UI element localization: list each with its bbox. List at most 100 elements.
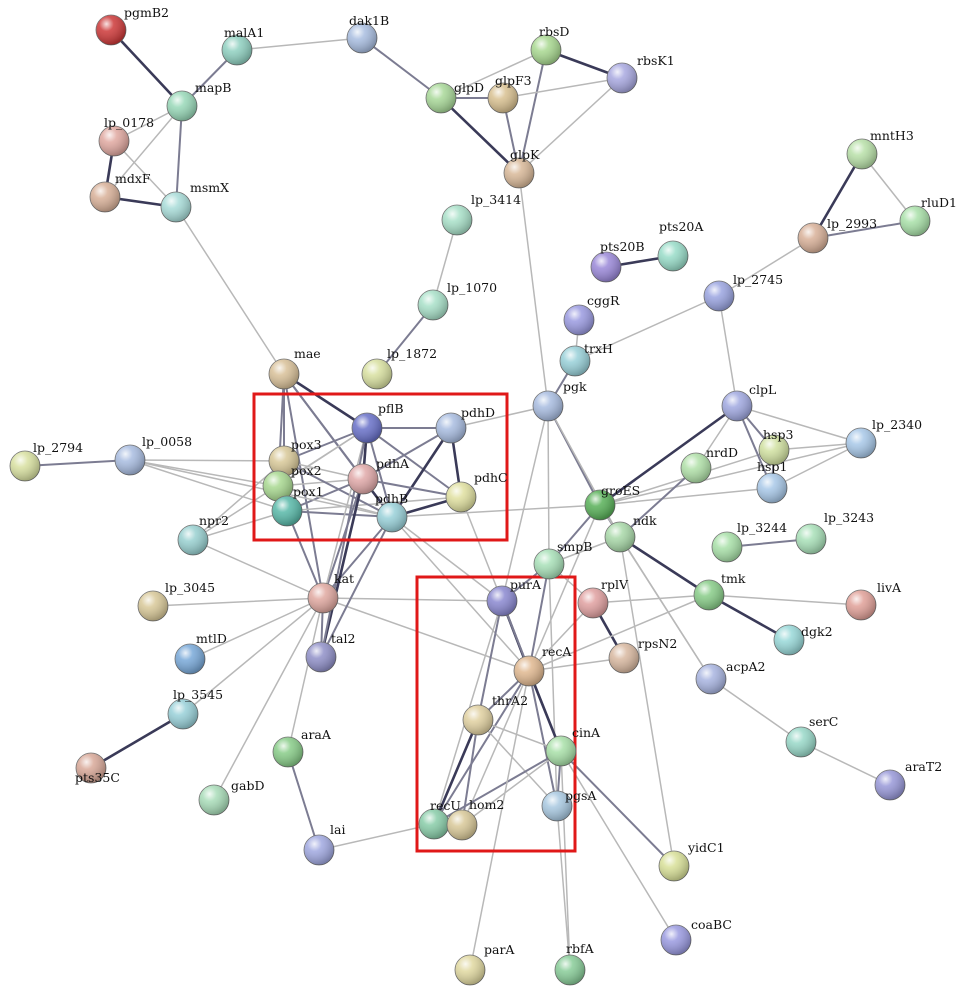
node-recA[interactable]: recA (513, 644, 572, 687)
edge-recA-recU (433, 670, 530, 825)
node-lai[interactable]: lai (303, 822, 345, 866)
node-clpL[interactable]: clpL (721, 382, 776, 422)
node-mtlD[interactable]: mtlD (174, 631, 227, 675)
node-malA1[interactable]: malA1 (221, 25, 264, 66)
node-msmX[interactable]: msmX (160, 180, 229, 223)
node-dgk2[interactable]: dgk2 (773, 624, 833, 656)
node-serC[interactable]: serC (785, 714, 838, 758)
node-lp_3545[interactable]: lp_3545 (167, 687, 223, 730)
node-cggR[interactable]: cggR (563, 293, 620, 336)
node-pdhA[interactable]: pdhA (347, 456, 410, 495)
node-lp_1872[interactable]: lp_1872 (361, 346, 437, 390)
node-lp_2993[interactable]: lp_2993 (797, 216, 877, 254)
node-mae[interactable]: mae (268, 346, 321, 390)
node-shine (504, 158, 534, 188)
node-glpK[interactable]: glpK (503, 147, 540, 189)
node-pdhD[interactable]: pdhD (435, 405, 495, 444)
node-label: smpB (557, 539, 592, 554)
node-purA[interactable]: purA (486, 577, 542, 617)
node-pgsA[interactable]: pgsA (541, 788, 597, 822)
node-smpB[interactable]: smpB (533, 539, 592, 580)
node-lp_3414[interactable]: lp_3414 (441, 192, 521, 236)
edge-lp_0058-pox1 (129, 459, 288, 512)
node-recU[interactable]: recU (418, 798, 461, 840)
node-acpA2[interactable]: acpA2 (695, 659, 765, 695)
node-pdhB[interactable]: pdhB (375, 491, 408, 533)
node-hsp1[interactable]: hsp1 (756, 459, 787, 504)
node-label: dak1B (349, 13, 389, 28)
node-pts35C[interactable]: pts35C (75, 752, 120, 785)
node-lp_3244[interactable]: lp_3244 (711, 520, 787, 563)
node-dak1B[interactable]: dak1B (346, 13, 389, 54)
edge-pdhA-pdhC (362, 478, 462, 498)
node-mapB[interactable]: mapB (166, 80, 232, 122)
node-lp_3243[interactable]: lp_3243 (795, 510, 874, 555)
node-araT2[interactable]: araT2 (874, 759, 942, 801)
node-rbsD[interactable]: rbsD (530, 24, 569, 66)
node-parA[interactable]: parA (454, 942, 515, 986)
node-pts20B[interactable]: pts20B (590, 239, 645, 283)
node-hom2[interactable]: hom2 (446, 797, 504, 841)
node-shine (263, 471, 293, 501)
node-shine (436, 413, 466, 443)
node-glpF3[interactable]: glpF3 (487, 73, 532, 114)
edge-lp_0058-pox3 (129, 459, 285, 462)
node-mntH3[interactable]: mntH3 (846, 128, 914, 170)
node-pflB[interactable]: pflB (351, 401, 404, 444)
node-nrdD[interactable]: nrdD (680, 445, 738, 484)
node-shine (555, 955, 585, 985)
node-shine (347, 23, 377, 53)
edge-rbsK1-glpF3 (502, 77, 623, 99)
edge-ndk-yidC1 (619, 536, 675, 867)
node-mdxF[interactable]: mdxF (89, 171, 151, 213)
node-shine (659, 851, 689, 881)
node-shine (419, 809, 449, 839)
node-lp_1070[interactable]: lp_1070 (417, 280, 497, 321)
edge-pflB-pdhC (366, 427, 462, 498)
node-lp_3045[interactable]: lp_3045 (137, 580, 215, 622)
node-label: pox3 (291, 437, 322, 452)
node-coaBC[interactable]: coaBC (660, 917, 732, 956)
node-label: groES (601, 483, 640, 498)
node-tmk[interactable]: tmk (693, 571, 746, 611)
node-npr2[interactable]: npr2 (177, 513, 229, 556)
node-rluD1[interactable]: rluD1 (899, 195, 957, 237)
node-lp_2340[interactable]: lp_2340 (845, 417, 922, 459)
node-livA[interactable]: livA (845, 580, 902, 621)
edge-lp_0058-pox2 (129, 459, 279, 487)
node-lp_0178[interactable]: lp_0178 (98, 115, 154, 157)
node-pox1[interactable]: pox1 (271, 484, 324, 527)
node-pgk[interactable]: pgk (532, 379, 587, 422)
node-pdhC[interactable]: pdhC (445, 470, 508, 513)
node-pox2[interactable]: pox2 (262, 463, 322, 502)
node-rbsK1[interactable]: rbsK1 (606, 53, 675, 94)
node-label: mdxF (115, 171, 151, 186)
edge-smpB-recA (528, 563, 550, 672)
node-label: rbfA (566, 941, 595, 956)
node-groES[interactable]: groES (584, 483, 640, 521)
node-lp_2745[interactable]: lp_2745 (703, 272, 783, 312)
node-rplV[interactable]: rplV (577, 577, 629, 619)
node-lp_2794[interactable]: lp_2794 (9, 440, 83, 482)
node-cinA[interactable]: cinA (545, 725, 601, 767)
node-gabD[interactable]: gabD (198, 778, 264, 816)
edge-ndk-acpA2 (619, 536, 712, 680)
node-yidC1[interactable]: yidC1 (658, 840, 725, 882)
node-shine (377, 502, 407, 532)
node-araA[interactable]: araA (272, 727, 332, 768)
node-rpsN2[interactable]: rpsN2 (608, 636, 677, 674)
node-pts20A[interactable]: pts20A (657, 219, 704, 272)
node-glpD[interactable]: glpD (425, 80, 484, 114)
node-rbfA[interactable]: rbfA (554, 941, 595, 986)
node-hsp3[interactable]: hsp3 (758, 427, 793, 466)
node-tal2[interactable]: tal2 (305, 631, 355, 673)
node-pgmB2[interactable]: pgmB2 (95, 5, 169, 46)
node-ndk[interactable]: ndk (604, 513, 657, 553)
node-label: glpD (454, 80, 484, 95)
node-shine (99, 126, 129, 156)
node-lp_0058[interactable]: lp_0058 (114, 434, 192, 476)
node-shine (694, 580, 724, 610)
node-thrA2[interactable]: thrA2 (462, 693, 528, 736)
node-kat[interactable]: kat (307, 571, 354, 614)
node-trxH[interactable]: trxH (559, 341, 613, 377)
